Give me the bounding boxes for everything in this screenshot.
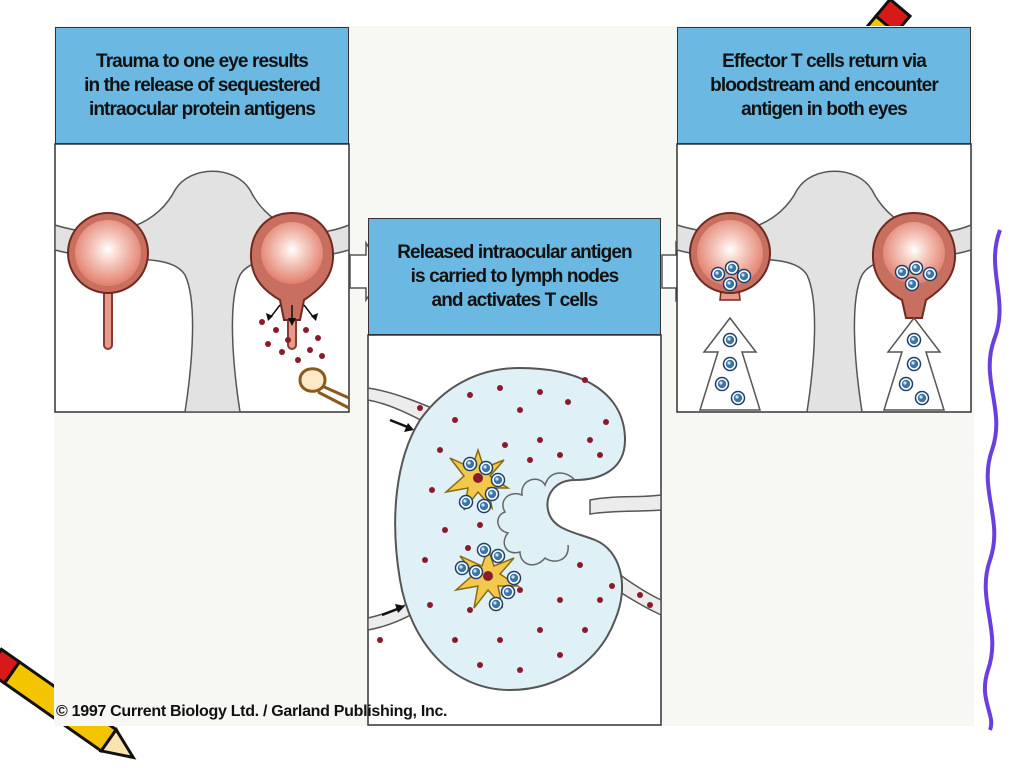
- panel-1-caption: Trauma to one eye results in the release…: [84, 50, 321, 120]
- copyright-notice: © 1997 Current Biology Ltd. / Garland Pu…: [56, 703, 448, 720]
- panel-2-illustration: [367, 334, 662, 726]
- panel-3-illustration: [676, 143, 972, 413]
- panel-1-illustration: [54, 143, 350, 413]
- panel-3-header: Effector T cells return via bloodstream …: [677, 27, 971, 144]
- panel-1-header: Trauma to one eye results in the release…: [55, 27, 349, 144]
- border-squiggle: [982, 229, 1002, 731]
- panel-2-header: Released intraocular antigen is carried …: [368, 218, 661, 335]
- panel-3-caption: Effector T cells return via bloodstream …: [710, 50, 939, 120]
- panel-2-caption: Released intraocular antigen is carried …: [397, 241, 632, 311]
